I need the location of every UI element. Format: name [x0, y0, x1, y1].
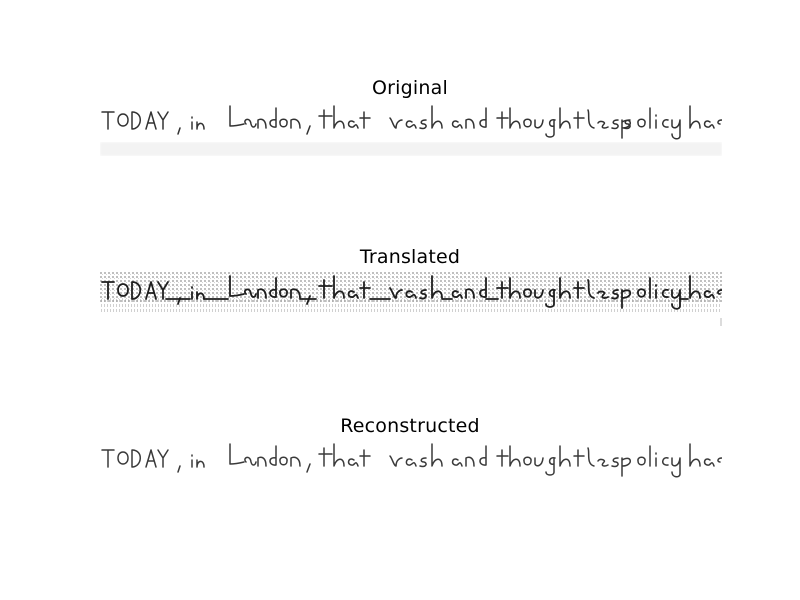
reconstructed-strokes	[101, 443, 722, 478]
reconstructed-handwriting-svg	[101, 443, 722, 478]
reconstructed-image	[100, 436, 722, 494]
noise-band	[100, 142, 722, 156]
translated-title: Translated	[359, 246, 461, 268]
original-strokes	[101, 105, 722, 140]
reconstructed-title: Reconstructed	[340, 415, 480, 437]
translated-image	[100, 268, 722, 326]
translated-handwriting-svg	[100, 272, 722, 326]
original-title: Original	[372, 77, 448, 99]
original-handwriting-svg	[100, 105, 722, 156]
edge-artifact	[720, 318, 722, 326]
original-image	[100, 98, 722, 156]
translated-strokes	[101, 275, 722, 310]
artifact-band-bottom	[100, 298, 722, 314]
